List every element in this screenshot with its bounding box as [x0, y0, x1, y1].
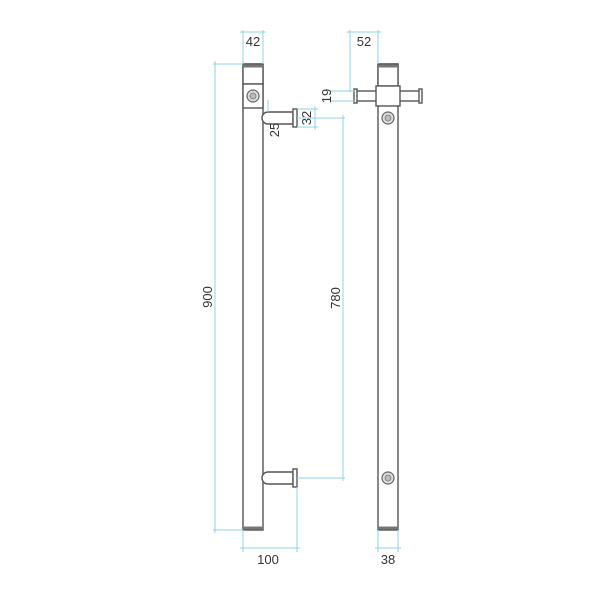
dim-label-peg-spacing: 780 — [328, 287, 343, 309]
front-upper-peg — [261, 111, 294, 125]
front-view: 42 900 25 32 780 100 — [200, 30, 345, 567]
front-screw-inner — [249, 92, 257, 100]
side-mount-block — [375, 85, 401, 107]
dim-label-total-height: 900 — [200, 286, 215, 308]
dim-label-top-offset: 25 — [267, 123, 282, 137]
front-lower-peg — [261, 471, 294, 485]
front-lower-peg-cap — [292, 468, 298, 488]
side-peg-cap-right — [418, 88, 423, 104]
dim-label-peg-span: 52 — [357, 34, 371, 49]
front-upper-peg-cap — [292, 108, 298, 128]
side-main-bar — [377, 63, 399, 531]
side-lower-screw-inner — [384, 474, 392, 482]
dim-label-projection: 100 — [257, 552, 279, 567]
side-view: 52 19 38 — [319, 30, 423, 567]
dim-label-peg-dia: 19 — [319, 89, 334, 103]
side-peg-cap-left — [353, 88, 358, 104]
side-upper-screw-inner — [384, 114, 392, 122]
dim-label-bar-depth: 38 — [381, 552, 395, 567]
dim-label-bar-width: 42 — [246, 34, 260, 49]
front-main-bar — [242, 63, 264, 531]
